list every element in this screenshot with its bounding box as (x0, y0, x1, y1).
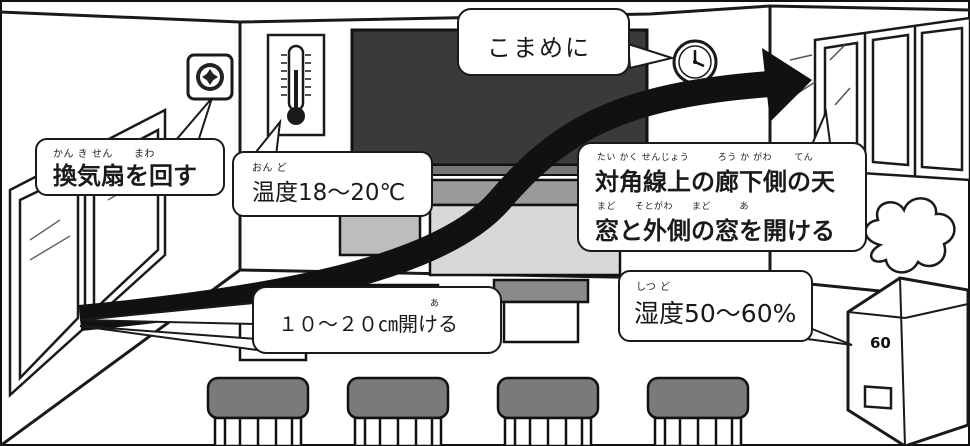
window-open-ruby: あ (430, 299, 440, 309)
temperature-callout: おん ど 温度18〜20℃ (232, 151, 433, 217)
thermometer-icon (266, 33, 326, 137)
humidifier-icon: 60 (846, 276, 970, 446)
humidity-text: 湿度50〜60% (634, 299, 797, 328)
ventilation-fan-icon (186, 53, 234, 101)
fan-callout: かん き せん まわ 換気扇を回す (35, 138, 225, 196)
wall-clock-icon (672, 39, 718, 85)
humidity-ruby: しつ ど (636, 282, 671, 293)
right-upper-windows (789, 16, 970, 182)
airflow-arrow-icon (78, 48, 812, 331)
temperature-text: 温度18〜20℃ (252, 180, 406, 206)
student-chairs-front (206, 376, 750, 446)
humidifier-steam (864, 197, 956, 274)
diagonal-text-line1: 対角線上の廊下側の天 (595, 168, 835, 196)
diagonal-text-line2: 窓と外側の窓を開ける (595, 217, 835, 245)
fan-ruby: かん き せん まわ (53, 149, 155, 160)
clock-callout-text: こまめに (487, 34, 591, 62)
window-open-callout: あ １０〜２０㎝開ける (252, 286, 502, 354)
window-open-text: １０〜２０㎝開ける (278, 312, 458, 336)
temperature-ruby: おん ど (252, 163, 288, 174)
clock-callout: こまめに (457, 8, 630, 76)
diagonal-ruby-line1: たい かく せんじょう ろう か がわ てん (597, 153, 814, 163)
diagonal-ruby-line2: まど そとがわ まど あ (597, 202, 750, 212)
humidity-callout: しつ ど 湿度50〜60% (618, 270, 813, 342)
diagonal-window-callout: たい かく せんじょう ろう か がわ てん 対角線上の廊下側の天 まど そとが… (577, 142, 867, 252)
humidifier-display: 60 (870, 334, 891, 352)
fan-text: 換気扇を回す (53, 162, 197, 190)
